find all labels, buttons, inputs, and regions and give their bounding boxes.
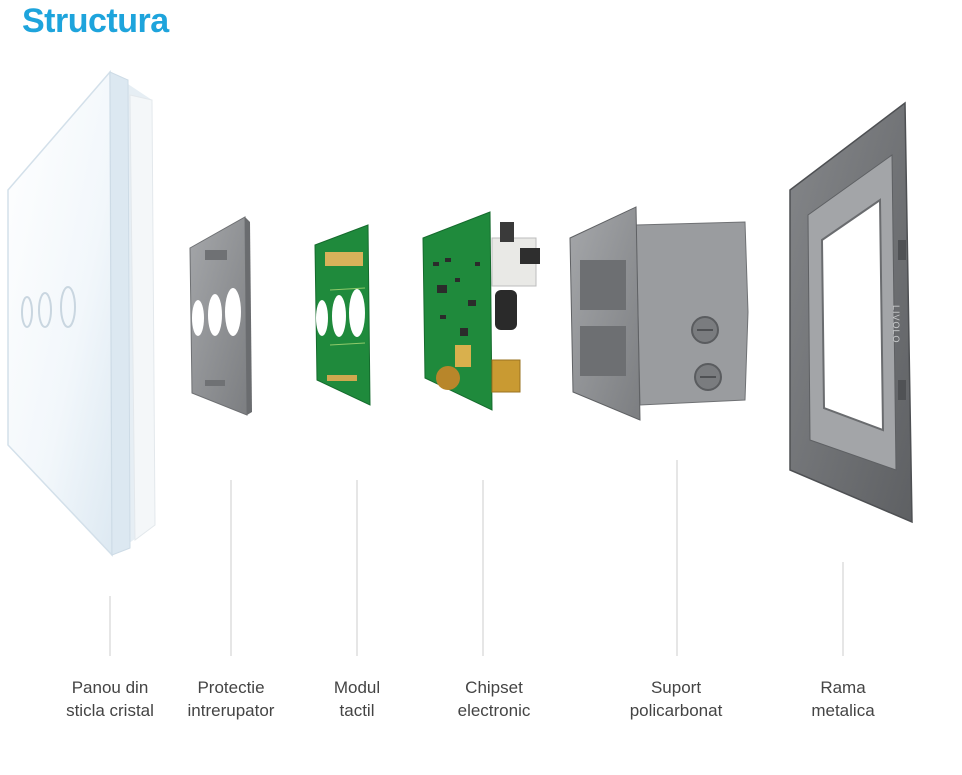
brand-mark: LIVOLO [891, 305, 901, 344]
touch-button-3 [60, 286, 76, 328]
label-touch-module: Modul tactil [333, 678, 381, 720]
touch-button-2 [38, 292, 52, 328]
label-metal-frame: Rama metalica [811, 678, 875, 720]
polycarbonate-support [569, 206, 749, 421]
metal-frame: LIVOLO [789, 101, 913, 524]
touch-module [314, 224, 371, 406]
electronic-chipset [422, 211, 540, 411]
label-switch-protection: Protectie intrerupator [187, 678, 275, 720]
label-electronic-chipset: Chipset electronic [457, 678, 531, 720]
leader-lines [109, 460, 844, 656]
page-title: Structura [22, 2, 169, 40]
glass-panel [7, 69, 156, 557]
label-glass-panel: Panou din sticla cristal [66, 678, 154, 720]
switch-protection [189, 216, 252, 416]
touch-button-1 [21, 296, 33, 328]
label-polycarbonate-support: Suport policarbonat [629, 678, 723, 720]
